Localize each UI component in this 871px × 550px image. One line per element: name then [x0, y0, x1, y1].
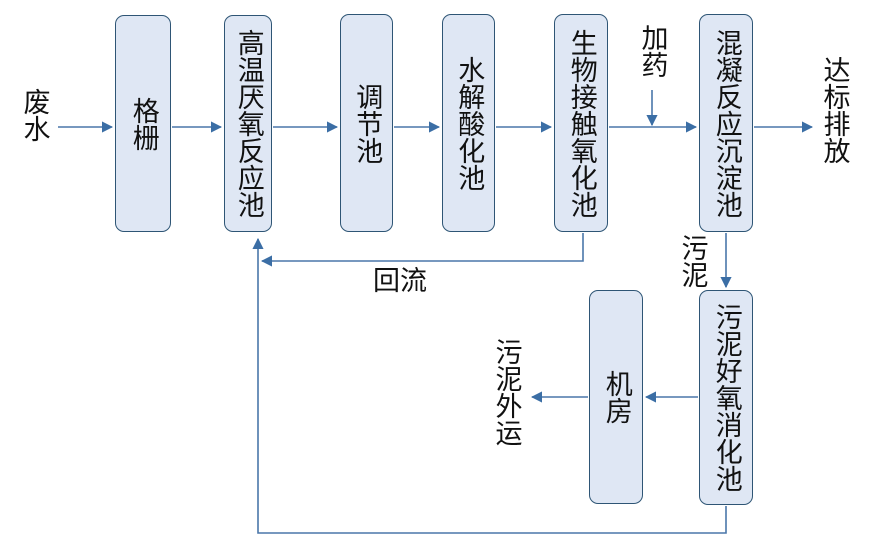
node-coagulation-sedimentation-tank[interactable]: 混凝反应沉淀池 — [699, 14, 753, 232]
flow-label-return-flow: 回流 — [373, 266, 427, 296]
flow-label-sludge-out: 污泥外运 — [491, 338, 522, 446]
node-hydrolysis-acidification-tank[interactable]: 水解酸化池 — [442, 14, 495, 232]
flow-label-influent: 废水 — [19, 88, 50, 142]
node-equalization-tank[interactable]: 调节池 — [340, 14, 393, 232]
node-sludge-aerobic-digestion-tank[interactable]: 污泥好氧消化池 — [699, 290, 753, 505]
flow-label-sludge: 污泥 — [677, 234, 708, 288]
node-machine-room[interactable]: 机房 — [589, 290, 643, 504]
node-label: 生物接触氧化池 — [566, 28, 597, 218]
node-label: 机房 — [601, 370, 632, 424]
flow-label-effluent: 达标排放 — [819, 56, 850, 164]
connector-biocontact-return — [260, 233, 584, 267]
node-label: 污泥好氧消化池 — [711, 303, 742, 492]
flow-label-dosing: 加药 — [637, 24, 668, 78]
node-label: 混凝反应沉淀池 — [711, 28, 742, 218]
node-biological-contact-oxidation-tank[interactable]: 生物接触氧化池 — [554, 14, 608, 232]
node-label: 格栅 — [128, 96, 159, 151]
node-grate[interactable]: 格栅 — [115, 15, 171, 232]
node-label: 水解酸化池 — [454, 55, 485, 191]
node-high-temp-anaerobic-reactor[interactable]: 高温厌氧反应池 — [224, 15, 272, 232]
node-label: 调节池 — [352, 82, 383, 164]
node-label: 高温厌氧反应池 — [233, 29, 264, 218]
